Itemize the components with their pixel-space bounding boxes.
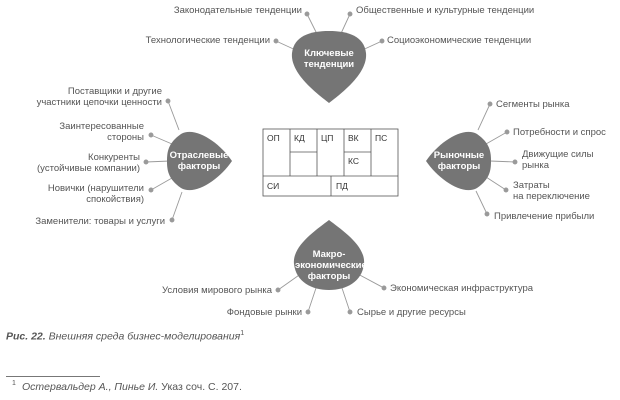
connector-dot	[347, 11, 353, 17]
label-competitors: Конкуренты(устойчивые компании)	[37, 152, 140, 174]
connector-dot	[273, 38, 279, 44]
cell-vk: ВК	[348, 133, 359, 143]
business-model-canvas	[262, 128, 399, 197]
label-technological-trends: Технологические тенденции	[145, 35, 270, 46]
business-environment-diagram	[143, 11, 518, 315]
connector-dot	[275, 287, 281, 293]
cell-ks: КС	[348, 156, 359, 166]
connector-line	[485, 131, 508, 145]
footnote-number: 1	[12, 380, 16, 387]
label-social-trends: Общественные и культурные тенденции	[356, 5, 535, 16]
cell-pd: ПД	[336, 181, 348, 191]
connector-line	[477, 103, 491, 131]
connector-dot	[381, 285, 387, 291]
figure-title: Внешняя среда бизнес-моделирования	[48, 330, 241, 343]
connector-line	[341, 287, 351, 313]
label-world-market: Условия мирового рынка	[161, 285, 272, 296]
connector-dot	[148, 187, 154, 193]
footnote-text: Указ соч. С. 207.	[161, 381, 242, 393]
connector-line	[145, 160, 171, 163]
cell-si: СИ	[267, 181, 280, 191]
footnote-authors: Остервальдер А., Пинье И.	[22, 381, 159, 393]
cell-cp: ЦП	[321, 133, 334, 143]
connector-line	[475, 190, 488, 215]
connector-dot	[169, 217, 175, 223]
industry-forces-blob	[167, 131, 232, 191]
connector-dot	[304, 11, 310, 17]
label-substitutes: Заменители: товары и услуги	[35, 216, 165, 227]
label-resources: Сырье и другие ресурсы	[357, 307, 466, 318]
label-legislative-trends: Законодательные тенденции	[173, 5, 302, 16]
connector-line	[171, 191, 183, 221]
cell-op: ОП	[267, 133, 280, 143]
connector-dot	[512, 159, 518, 165]
footnote-divider	[6, 376, 100, 377]
cell-kd: КД	[294, 133, 305, 143]
figure-caption: Рис. 22. Внешняя среда бизнес-моделирова…	[6, 330, 244, 343]
label-revenue-attractiveness: Привлечение прибыли	[494, 211, 595, 222]
footnote: 1 Остервальдер А., Пинье И. Указ соч. С.…	[12, 380, 242, 393]
label-needs-demand: Потребности и спрос	[513, 127, 606, 138]
connector-dot	[305, 309, 311, 315]
connector-dot	[503, 187, 509, 193]
connector-dot	[484, 211, 490, 217]
connector-dot	[165, 98, 171, 104]
connector-dot	[148, 132, 154, 138]
key-trends-blob	[291, 31, 367, 103]
connector-dot	[347, 309, 353, 315]
connector-line	[277, 272, 303, 291]
label-economic-infrastructure: Экономическая инфраструктура	[390, 283, 534, 294]
connector-line	[489, 160, 516, 163]
connector-line	[307, 287, 317, 313]
connector-line	[167, 100, 180, 131]
connector-line	[150, 177, 173, 191]
connector-line	[355, 272, 385, 289]
connector-dot	[504, 129, 510, 135]
label-socioeconomic-trends: Социоэкономические тенденции	[387, 35, 532, 46]
label-stock-markets: Фондовые рынки	[226, 307, 302, 318]
label-market-segments: Сегменты рынка	[496, 99, 570, 110]
connector-line	[150, 134, 173, 145]
connector-dot	[379, 38, 385, 44]
connector-dot	[143, 159, 149, 165]
connector-line	[485, 176, 507, 191]
figure-label: Рис. 22.	[6, 330, 46, 343]
market-forces-blob	[426, 131, 491, 191]
cell-ps: ПС	[375, 133, 388, 143]
macroeconomic-forces-blob	[293, 220, 365, 290]
figure-ref: 1	[240, 330, 245, 337]
connector-dot	[487, 101, 493, 107]
